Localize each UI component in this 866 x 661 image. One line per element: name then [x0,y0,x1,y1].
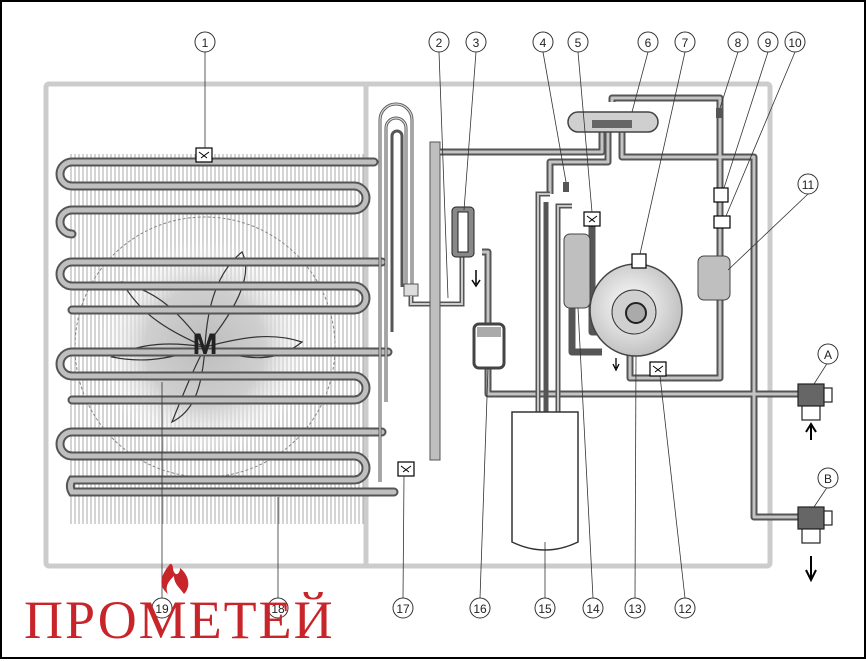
callout-label-17: 17 [396,602,410,616]
callout-label-16: 16 [473,602,487,616]
accumulator [563,233,591,309]
callout-13 [624,597,646,619]
buffer-vessel [697,255,731,301]
callout-2 [428,31,450,53]
callout-a [817,343,839,365]
callout-label-4: 4 [540,36,547,50]
pressure-sensor-10 [713,215,731,229]
callout-label-9: 9 [765,36,772,50]
callout-3 [465,31,487,53]
temperature-sensor-12 [649,361,667,377]
callout-6 [637,31,659,53]
callout-19 [151,597,173,619]
callout-label-11: 11 [802,178,815,192]
callout-label-8: 8 [735,36,742,50]
service-valve-b [797,506,833,583]
callout-label-1: 1 [202,36,209,50]
callout-label-15: 15 [538,602,552,616]
callout-label-13: 13 [628,602,642,616]
brand-name: ПРОМЕТЕЙ [24,590,335,650]
temperature-sensor-17 [397,461,415,477]
leader-lines [161,51,829,599]
flame-icon [161,564,189,594]
callout-12 [674,597,696,619]
brand-logo: ПРОМЕТЕЙ [24,586,334,654]
fan-shroud [74,216,336,478]
coil-tubes-inner [57,159,397,495]
manifold-bar [429,141,441,461]
flow-arrow-down [471,270,481,288]
callout-8 [727,31,749,53]
main-pipework-inner [440,96,802,519]
service-port-4 [563,182,569,192]
callout-11 [797,173,819,195]
callout-label-5: 5 [575,36,582,50]
callout-label-14: 14 [586,602,600,616]
callout-5 [567,31,589,53]
service-port-8 [716,108,722,118]
callout-label-2: 2 [436,36,443,50]
service-valve-a [797,383,833,440]
callout-14 [582,597,604,619]
callout-18 [267,597,289,619]
fan-motor-label: M [193,328,218,361]
distributor-head [403,283,419,297]
distributor-tubes-inner [379,103,413,482]
temperature-sensor-1 [195,147,213,163]
callout-label-a: A [824,348,832,362]
callout-label-b: B [824,472,832,486]
pressure-switch-9 [713,187,729,203]
callout-label-12: 12 [678,602,692,616]
callout-10 [784,31,806,53]
callout-label-6: 6 [645,36,652,50]
callout-label-18: 18 [271,602,285,616]
callout-label-10: 10 [788,36,802,50]
callout-17 [392,597,414,619]
callout-b [817,467,839,489]
callout-9 [757,31,779,53]
callout-label-7: 7 [682,36,689,50]
callout-4 [532,31,554,53]
temperature-sensor-7 [631,253,647,269]
refrigerant-receiver [511,411,579,551]
sensors [195,147,731,477]
callout-7 [674,31,696,53]
flow-arrow-small [612,358,620,372]
unit-housing [43,81,773,569]
callout-16 [469,597,491,619]
callout-label-3: 3 [473,36,480,50]
callout-1 [194,31,216,53]
callout-markers [151,31,839,619]
callout-label-19: 19 [155,602,169,616]
temperature-sensor-5 [583,211,601,227]
callout-15 [534,597,556,619]
